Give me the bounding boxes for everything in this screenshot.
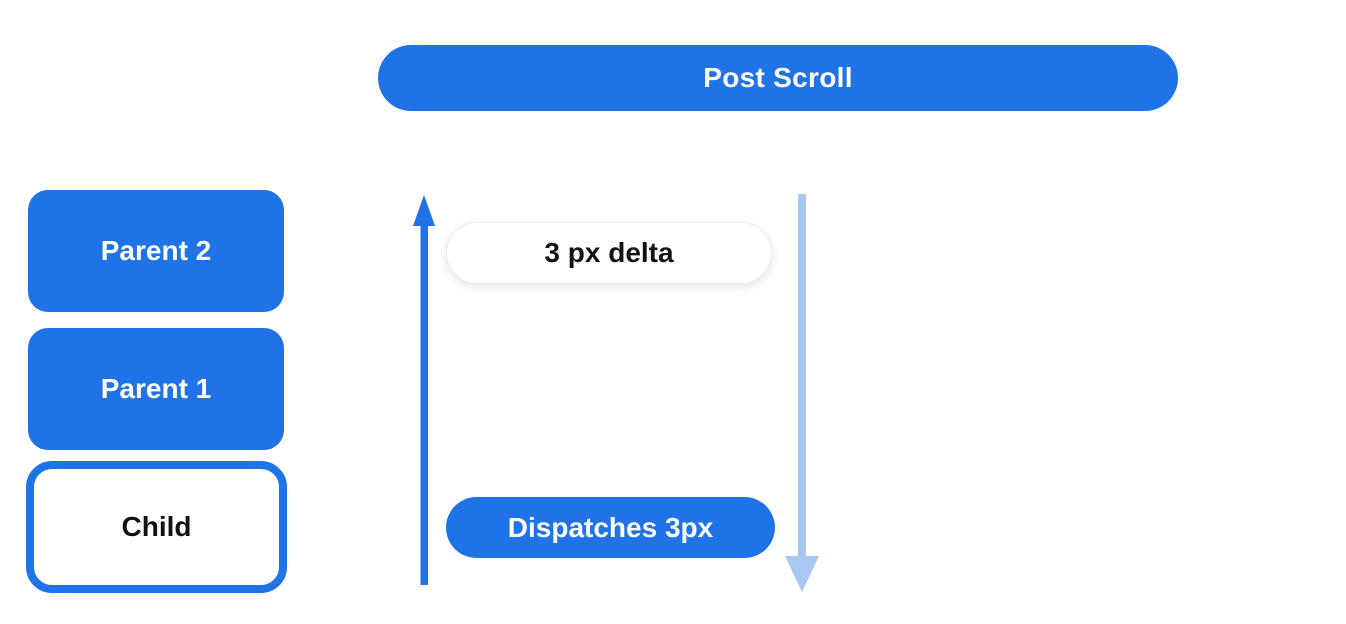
post-scroll-banner-label: Post Scroll — [703, 62, 853, 93]
child-label: Child — [121, 511, 192, 542]
dispatches-pill-label: Dispatches 3px — [507, 511, 714, 543]
child-box: Child — [26, 461, 287, 593]
delta-pill-label: 3 px delta — [544, 237, 674, 268]
parent2-label: Parent 2 — [100, 235, 212, 266]
arrow-down-icon — [785, 194, 819, 592]
arrow-up-icon — [413, 195, 435, 585]
parent1-label: Parent 1 — [100, 373, 212, 404]
dispatches-pill: Dispatches 3px — [446, 497, 775, 558]
post-scroll-banner: Post Scroll — [378, 45, 1178, 111]
delta-pill: 3 px delta — [446, 222, 772, 284]
parent1-box: Parent 1 — [28, 328, 284, 450]
parent2-box: Parent 2 — [28, 190, 284, 312]
